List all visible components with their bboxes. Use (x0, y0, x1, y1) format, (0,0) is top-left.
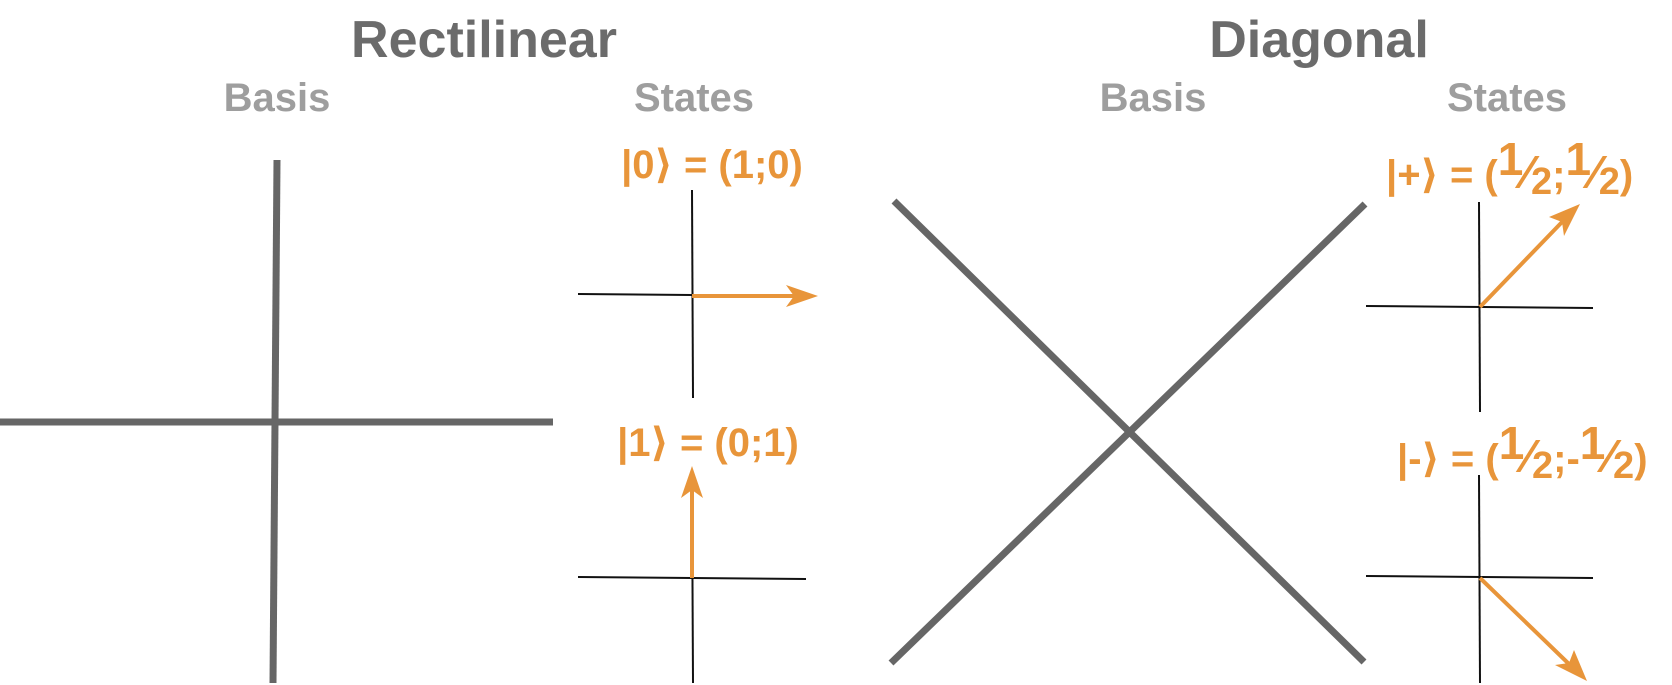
state-plus-vector-arrow (1478, 204, 1580, 309)
state-plus-horizontal-axis (1365, 305, 1594, 309)
diagonal-basis-cross (888, 198, 1368, 666)
rectilinear-title: Rectilinear (351, 11, 617, 69)
state-plus-den-1: 2 (1531, 161, 1552, 203)
state-plus-prefix: |+⟩ = ( (1386, 153, 1498, 197)
state-minus-horizontal-axis (1365, 575, 1594, 579)
diagonal-basis-line-rising (888, 201, 1368, 666)
state-minus-label: |-⟩ = (1⁄2;-1⁄2) (1397, 417, 1648, 487)
rectilinear-states-label: States (634, 76, 754, 120)
rectilinear-section: Rectilinear Basis States |0⟩ = (1;0) |1⟩… (0, 11, 818, 684)
state-one-vector-arrow (681, 466, 703, 578)
state-minus-separator: ;- (1553, 437, 1580, 481)
diagonal-title: Diagonal (1209, 11, 1429, 69)
state-plus-num-2: 1 (1566, 133, 1592, 185)
state-minus-prefix: |-⟩ = ( (1397, 437, 1499, 481)
rectilinear-basis-cross (0, 159, 553, 684)
state-minus-num-1: 1 (1499, 417, 1525, 469)
rectilinear-basis-label: Basis (224, 76, 331, 120)
state-plus-label: |+⟩ = (1⁄2;1⁄2) (1386, 133, 1633, 203)
state-plus-num-1: 1 (1498, 133, 1524, 185)
state-minus-vector-arrow (1478, 576, 1587, 681)
state-plus-separator: ; (1552, 153, 1565, 197)
state-zero-label: |0⟩ = (1;0) (621, 143, 803, 187)
diagonal-section: Diagonal Basis States |+⟩ = (1⁄2;1⁄2) (888, 11, 1648, 684)
state-plus-den-2: 2 (1599, 161, 1620, 203)
state-one-label: |1⟩ = (0;1) (617, 421, 799, 465)
state-plus-suffix: ) (1620, 153, 1633, 197)
state-minus-suffix: ) (1634, 437, 1647, 481)
state-plus-axes (1365, 201, 1594, 413)
diagonal-basis-label: Basis (1100, 76, 1207, 120)
state-minus-num-2: 1 (1580, 417, 1606, 469)
state-minus-den-1: 2 (1532, 445, 1553, 487)
diagonal-states-label: States (1447, 76, 1567, 120)
state-minus-den-2: 2 (1613, 445, 1634, 487)
state-zero-vector-arrow (692, 285, 818, 307)
